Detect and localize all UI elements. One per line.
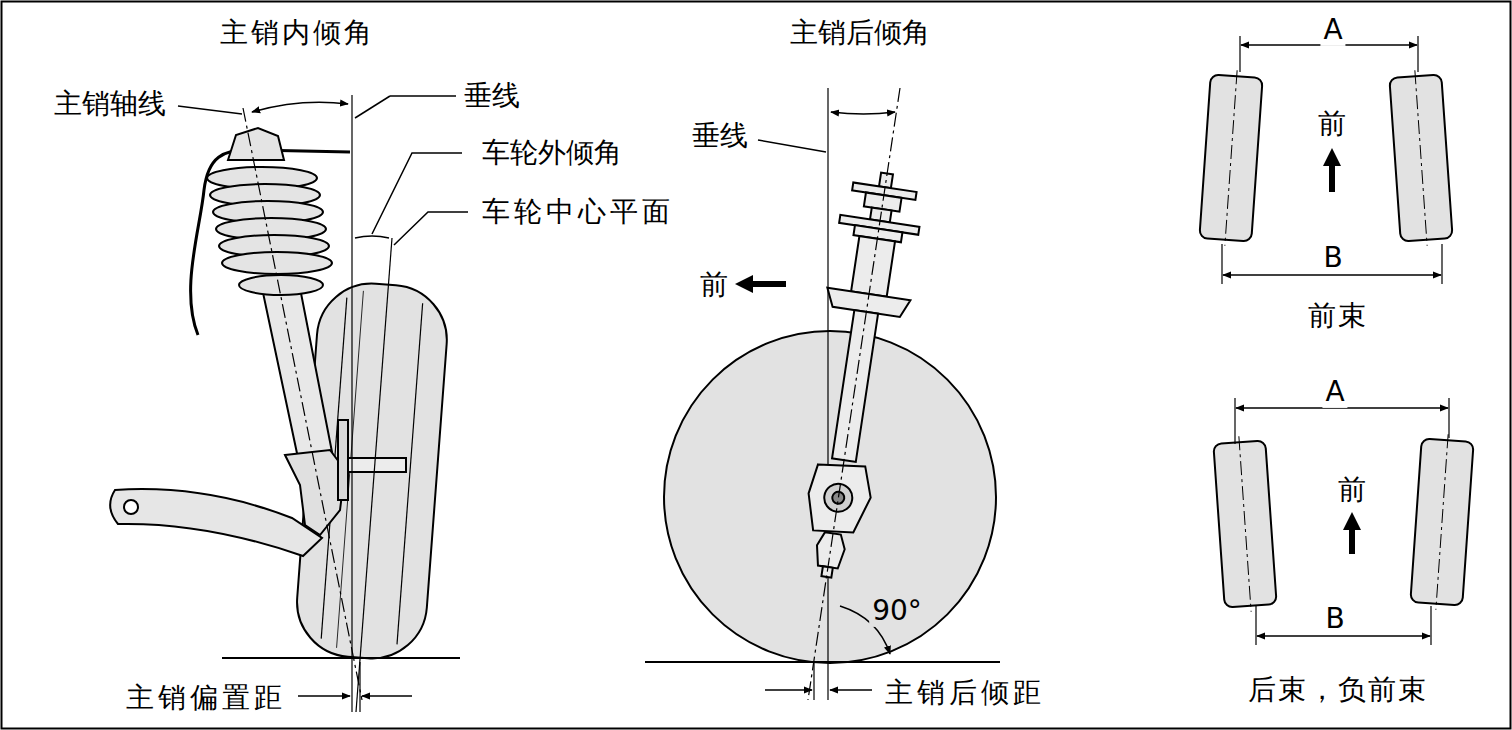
direction-arrowhead: [1343, 512, 1361, 530]
label-text: 主销内倾角: [217, 17, 378, 49]
label-text: 垂线: [689, 120, 751, 152]
direction-arrow: [1349, 526, 1355, 554]
tire: [1199, 68, 1263, 247]
leader-line: [178, 106, 242, 114]
strut-tube: [262, 288, 332, 458]
leader-line: [394, 212, 468, 245]
dimension-arrow: [765, 689, 812, 691]
direction-arrow: [1329, 162, 1335, 192]
ground-line: [222, 657, 460, 659]
top-mount: [228, 128, 284, 160]
label-text: 90°: [869, 595, 925, 627]
tire: [1389, 68, 1453, 247]
wheel-center-plane: [356, 238, 392, 712]
arm-bushing: [124, 500, 138, 514]
hub-axle: [348, 458, 406, 472]
label-text: B: [1320, 242, 1345, 274]
extension-line: [1221, 244, 1222, 284]
direction-arrowhead: [735, 275, 753, 293]
label-text: 主销后倾距: [882, 677, 1048, 709]
label-text: A: [1320, 14, 1345, 46]
tire: [1213, 434, 1277, 613]
extension-line: [1239, 36, 1240, 72]
brake-disc: [338, 420, 348, 500]
dimension-arrow: [362, 695, 412, 697]
toe-view: [1199, 36, 1474, 645]
dimension-line: [1223, 274, 1441, 276]
label-text: 前: [1315, 108, 1349, 140]
extension-line: [1255, 606, 1256, 645]
caster-view: [645, 88, 1000, 700]
leader-line: [355, 96, 390, 118]
vertical-line: [351, 95, 352, 712]
dimension-arrow: [830, 689, 872, 691]
label-text: 主销轴线: [51, 88, 169, 120]
control-arm: [110, 489, 322, 556]
extension-line: [1441, 244, 1442, 284]
label-text: A: [1322, 376, 1347, 408]
leader-line: [390, 95, 456, 97]
dimension-arrow: [298, 695, 350, 697]
steering-knuckle: [285, 450, 345, 535]
label-text: 前: [1335, 474, 1369, 506]
extension-line: [1430, 606, 1431, 645]
extension-line: [1417, 36, 1418, 72]
label-text: 前束: [1305, 300, 1371, 332]
label-text: 后束，负前束: [1245, 674, 1431, 706]
extension-line: [359, 662, 360, 712]
tire: [1410, 432, 1474, 611]
wheel: [664, 331, 996, 663]
strut-assembly: [785, 167, 929, 583]
extension-line: [813, 662, 814, 700]
label-text: 垂线: [461, 80, 523, 112]
label-text: 车轮外倾角: [479, 137, 625, 169]
ground-line: [645, 661, 1000, 663]
inclination-arc: [252, 102, 348, 112]
camber-arc: [355, 236, 389, 238]
label-text: 前: [697, 269, 731, 301]
extension-line: [1234, 398, 1235, 444]
label-text: 主销后倾角: [787, 17, 933, 49]
vertical-line: [827, 88, 828, 700]
kingpin-inclination-view: [110, 95, 468, 712]
extension-line: [1448, 398, 1449, 438]
dimension-line: [1257, 635, 1430, 637]
label-text: 主销偏置距: [123, 682, 289, 714]
direction-arrowhead: [1323, 148, 1341, 166]
label-text: 车轮中心平面: [479, 196, 677, 228]
caster-arc: [831, 112, 895, 114]
direction-arrow: [750, 281, 786, 287]
coil-spring: [207, 167, 332, 295]
leader-line: [758, 140, 826, 152]
label-text: B: [1322, 603, 1347, 635]
kingpin-axis: [243, 108, 362, 700]
